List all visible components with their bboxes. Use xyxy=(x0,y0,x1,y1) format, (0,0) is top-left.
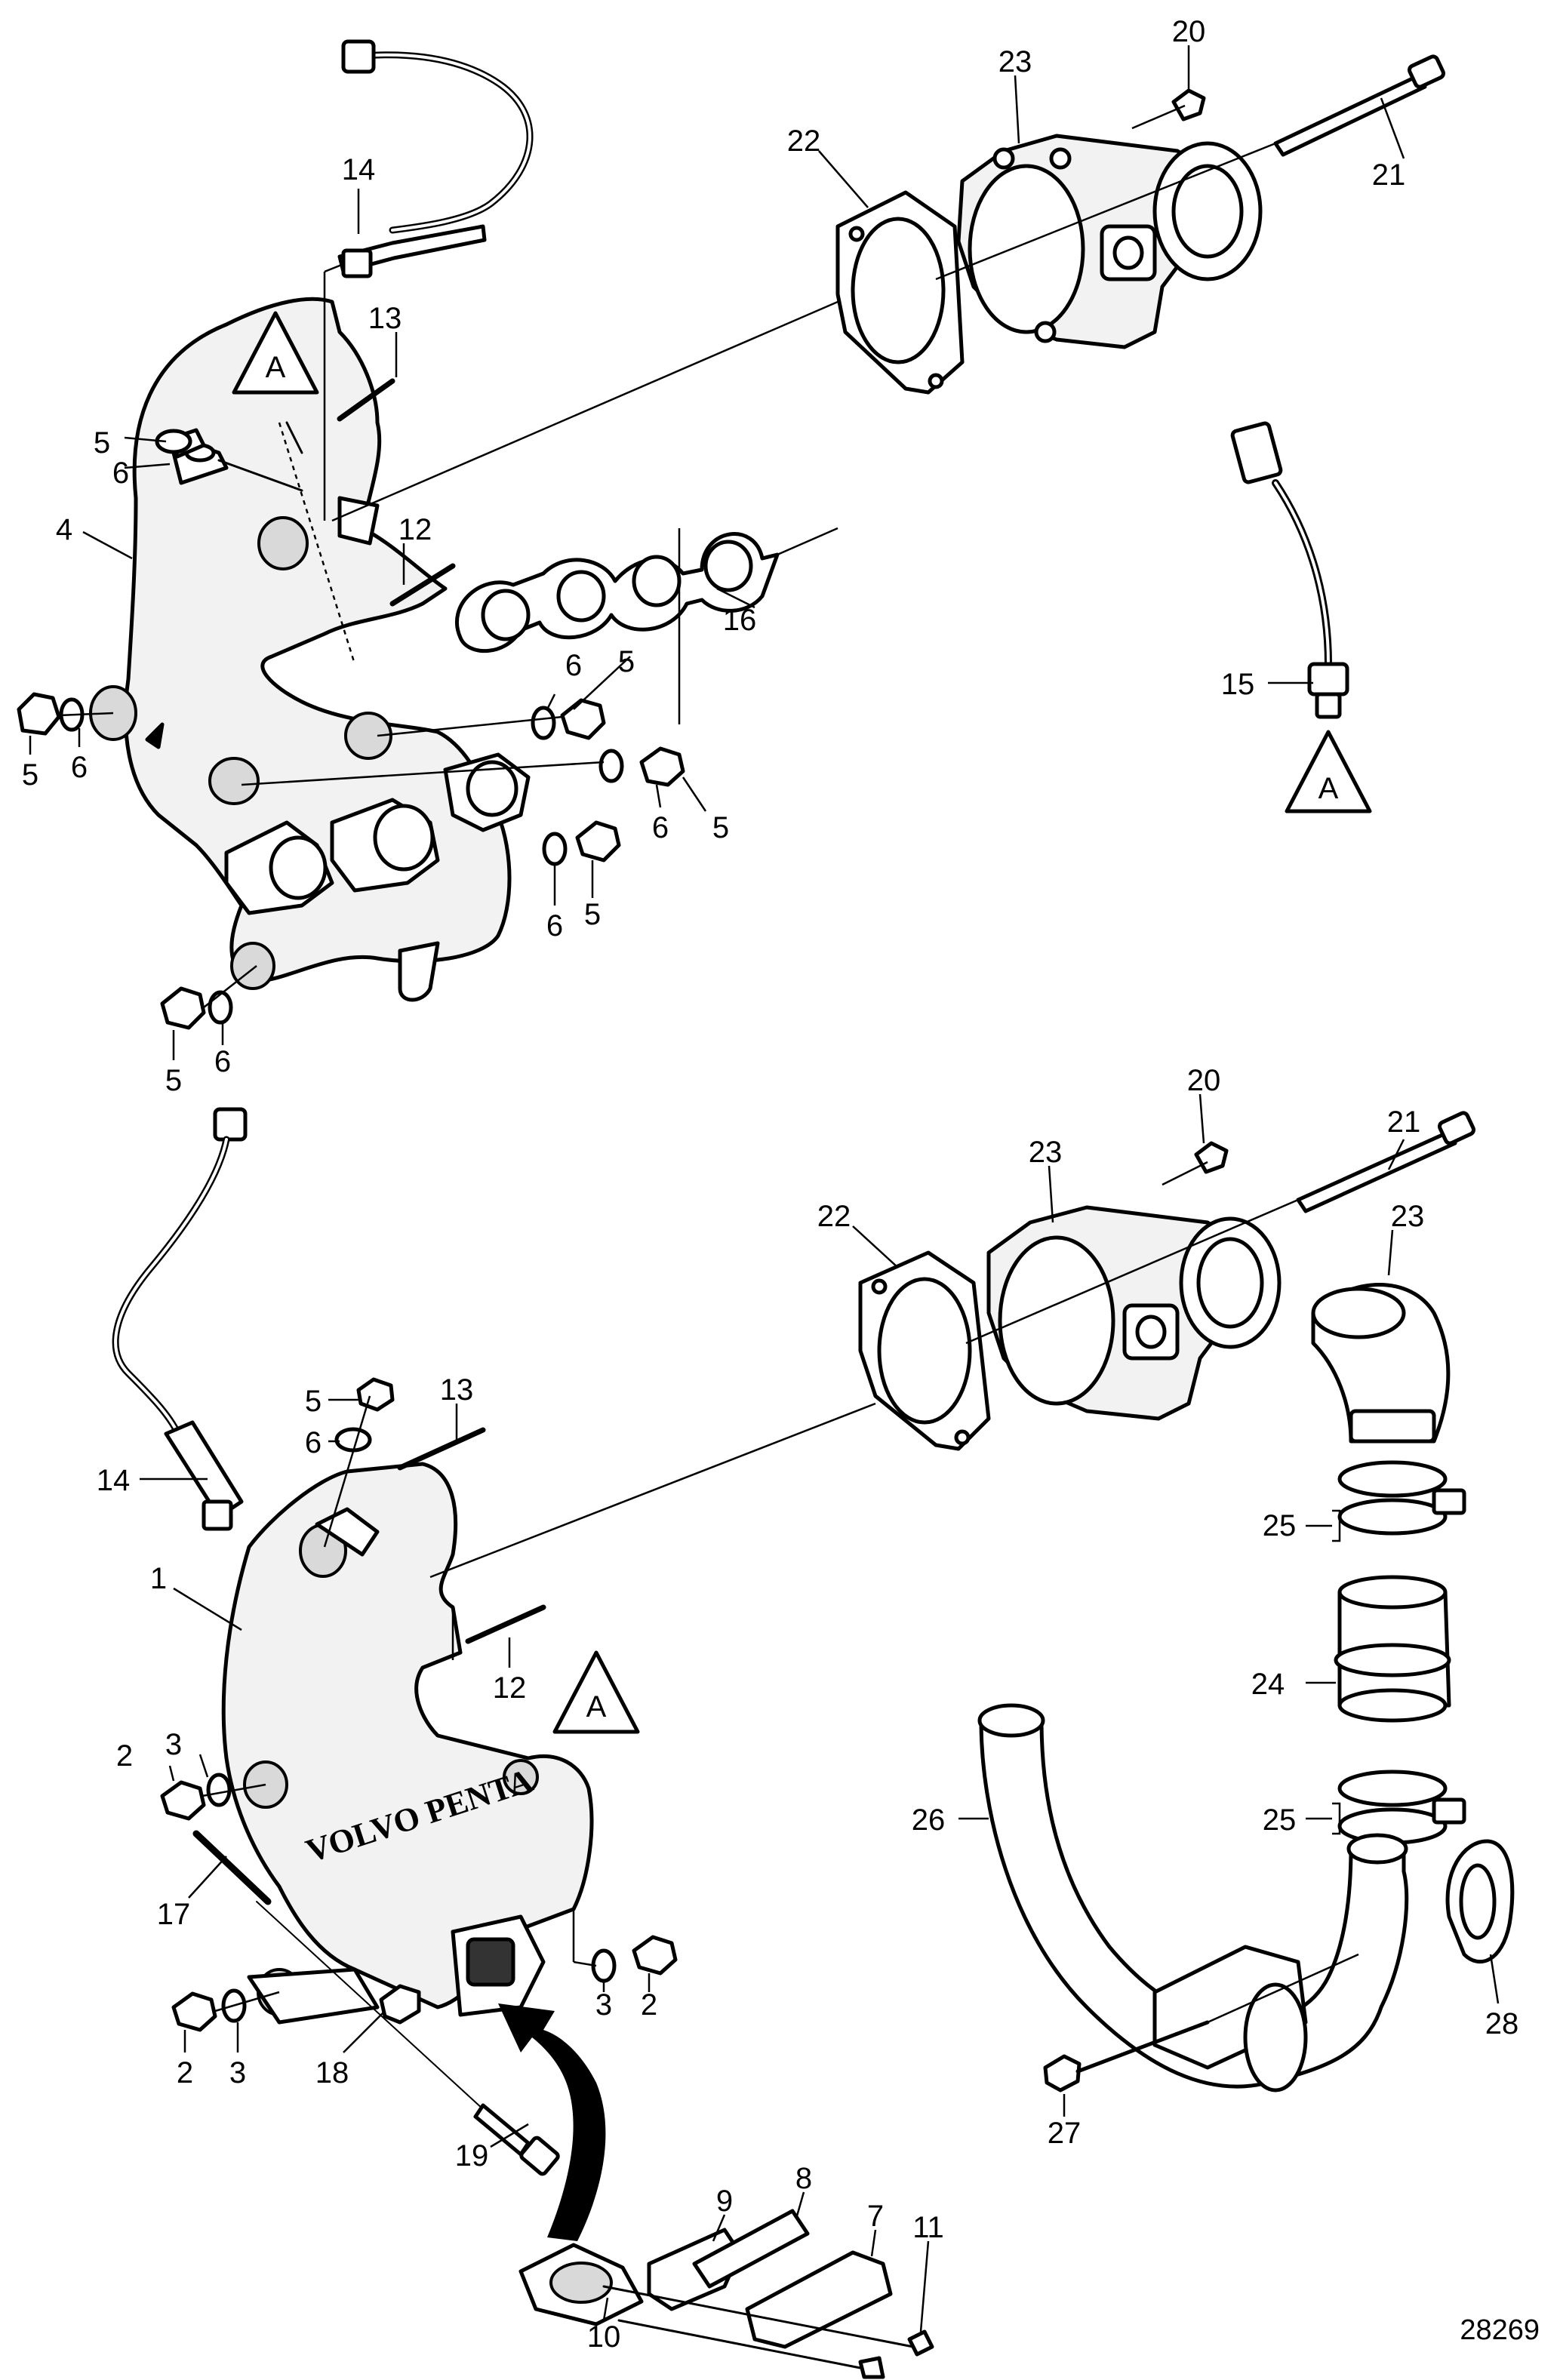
turbo-gasket-lower xyxy=(858,1250,991,1451)
callout-label: 5 xyxy=(584,898,601,931)
reference-label: A xyxy=(1318,772,1339,805)
exhaust-gasket-upper xyxy=(454,527,838,653)
callout-label: 5 xyxy=(712,811,729,844)
callout-label: 25 xyxy=(1263,1803,1297,1837)
callout-label: 13 xyxy=(440,1373,474,1407)
callout-label: 14 xyxy=(342,153,376,186)
callout-label: 6 xyxy=(214,1045,231,1078)
temperature-sensor xyxy=(1230,421,1349,719)
exhaust-elbow xyxy=(1311,1283,1451,1444)
callout-label: 5 xyxy=(305,1385,322,1418)
alignment-line xyxy=(429,1402,876,1579)
callout-label: 1 xyxy=(150,1562,167,1595)
callout-label: 2 xyxy=(116,1739,133,1773)
callout-label: 25 xyxy=(1263,1509,1297,1542)
alignment-line xyxy=(935,142,1276,281)
callout-label: 8 xyxy=(795,2162,812,2195)
callout-label: 11 xyxy=(912,2211,944,2244)
callout-label: 2 xyxy=(177,2056,193,2089)
lower-assembly: VOLVO PENTA xyxy=(112,1107,1515,2379)
exhaust-manifold-upper xyxy=(89,297,531,1002)
callout-label: 12 xyxy=(398,513,432,546)
stud-bolt-lower xyxy=(192,1830,560,2176)
callout-label: 6 xyxy=(546,909,563,942)
callout-label: 13 xyxy=(368,302,402,335)
bolt-washer-upper xyxy=(1131,54,1445,157)
callout-label: 6 xyxy=(305,1426,322,1459)
bolt-washer-lower xyxy=(1162,1111,1475,1213)
assembly-arrow xyxy=(498,2003,606,2241)
callout-label: 19 xyxy=(455,2139,489,2172)
callout-label: 23 xyxy=(998,45,1032,78)
callout-label: 7 xyxy=(867,2200,884,2233)
callout-label: 22 xyxy=(787,125,821,158)
turbo-gasket-upper xyxy=(835,190,965,395)
exhaust-pipe xyxy=(977,1703,1409,2092)
nuts-washers-upper xyxy=(17,428,685,1030)
reference-label: A xyxy=(266,351,286,384)
stud-lower xyxy=(397,1427,546,1644)
callout-label: 10 xyxy=(587,2320,621,2354)
callout-label: 6 xyxy=(652,811,669,844)
callout-label: 5 xyxy=(618,645,635,678)
oxygen-sensor-lower xyxy=(112,1107,248,1531)
cover-assembly xyxy=(518,2209,934,2379)
callout-label: 24 xyxy=(1251,1668,1285,1701)
leader xyxy=(324,263,344,273)
callout-label: 26 xyxy=(912,1803,946,1837)
callout-label: 9 xyxy=(716,2185,733,2218)
callout-label: 20 xyxy=(1187,1064,1221,1097)
callout-label: 17 xyxy=(157,1898,191,1931)
callout-label: 21 xyxy=(1372,158,1406,192)
upper-assembly: A A xyxy=(17,39,1445,1030)
reference-marker-upper-left: A xyxy=(232,311,319,395)
pipe-gasket xyxy=(1445,1839,1515,1963)
callout-label: 2 xyxy=(641,1988,657,2022)
reference-marker-upper-right: A xyxy=(1285,730,1372,813)
reference-marker-lower: A xyxy=(552,1650,640,1734)
callout-label: 3 xyxy=(595,1988,612,2022)
callout-label: 20 xyxy=(1172,15,1206,48)
callout-label: 27 xyxy=(1048,2117,1082,2150)
callout-label: 5 xyxy=(94,426,110,460)
stud-upper xyxy=(337,378,456,607)
drawing-number: 28269 xyxy=(1460,2314,1540,2346)
alignment-line xyxy=(331,300,838,522)
callout-label: 6 xyxy=(71,751,88,784)
callout-label: 16 xyxy=(723,604,757,637)
callout-label: 6 xyxy=(565,649,582,682)
callout-label: 22 xyxy=(817,1200,851,1233)
reference-label: A xyxy=(586,1690,607,1724)
alignment-line xyxy=(965,1198,1299,1345)
turbo-housing-lower xyxy=(986,1205,1282,1421)
callout-label: 6 xyxy=(112,457,129,490)
callout-label: 5 xyxy=(22,758,38,792)
callout-label: 14 xyxy=(97,1464,131,1497)
oxygen-sensor-upper xyxy=(337,39,534,278)
turbo-housing-upper xyxy=(956,134,1263,349)
callout-label: 4 xyxy=(56,513,72,546)
callout-label: 5 xyxy=(165,1064,182,1097)
callout-label: 23 xyxy=(1029,1136,1063,1169)
callout-labels: 14 13 5 6 4 12 16 6 5 5 6 6 5 6 5 5 6 22… xyxy=(22,15,1518,2354)
callout-label: 23 xyxy=(1391,1200,1425,1233)
exhaust-manifold-lower: VOLVO PENTA xyxy=(221,1462,594,2025)
callout-label: 21 xyxy=(1387,1105,1421,1139)
hose-clamps-hose xyxy=(1334,1460,1466,1845)
dashed-line xyxy=(278,422,356,665)
callout-leaders xyxy=(29,45,1500,2332)
callout-label: 28 xyxy=(1485,2007,1519,2040)
callout-label: 15 xyxy=(1221,668,1255,701)
callout-label: 3 xyxy=(165,1728,182,1761)
callout-label: 18 xyxy=(315,2056,349,2089)
callout-label: 12 xyxy=(493,1671,527,1705)
callout-label: 3 xyxy=(229,2056,246,2089)
pipe-bolt xyxy=(1043,1953,1359,2092)
nuts-washers-lower xyxy=(160,1377,678,2032)
